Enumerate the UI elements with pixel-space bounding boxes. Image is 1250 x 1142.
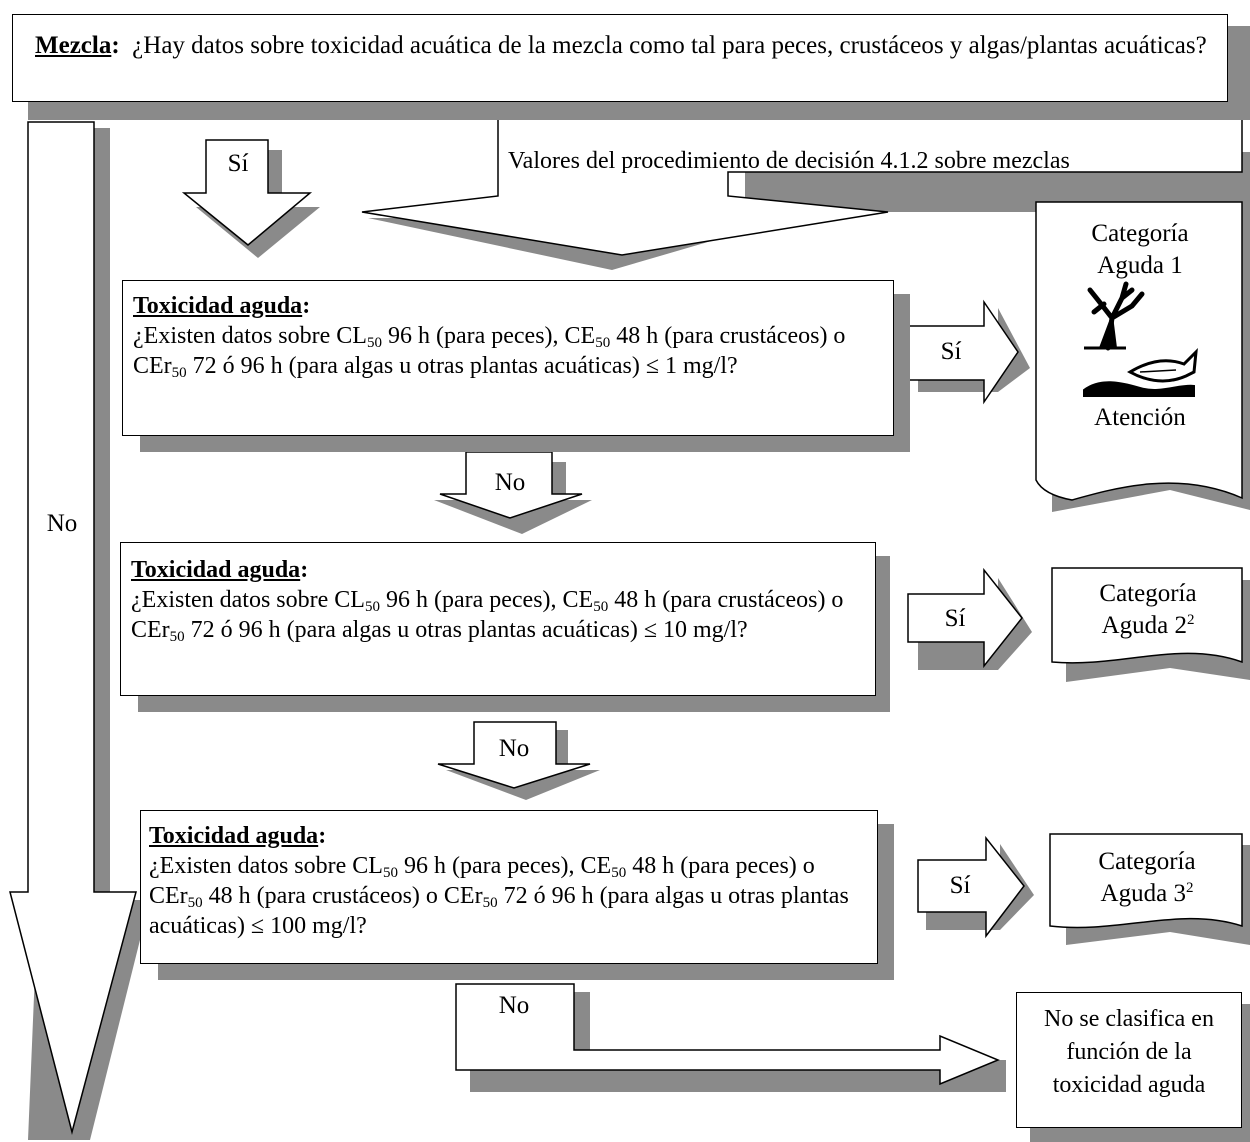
not-classified-box: No se clasifica en función de la toxicid… [1016,992,1242,1128]
yes-3-arrow [917,835,1025,939]
yes-2-label: Sí [944,605,966,632]
category-2-line-2: Aguda 22 [1101,612,1195,639]
no-3-arrow [455,983,1000,1086]
question-3-text: ¿Existen datos sobre CL50 96 h (para pec… [149,853,849,939]
yes-top-arrow [181,139,313,246]
question-2-text: ¿Existen datos sobre CL50 96 h (para pec… [131,587,844,645]
question-1-colon: : [302,293,311,319]
no-1-label: No [494,469,526,496]
category-2-shape [1051,567,1243,664]
top-question-label: Mezcla [35,32,112,59]
question-1-header: Toxicidad aguda [133,293,303,319]
yes-top-label: Sí [227,150,249,177]
no-2-label: No [498,735,530,762]
top-question-colon: : [111,32,120,59]
question-3-colon: : [318,823,327,849]
not-classified-line-1: No se clasifica en [1044,1006,1214,1032]
category-3-line-1: Categoría [1098,848,1196,875]
question-2-colon: : [300,557,309,583]
question-2-box: Toxicidad aguda: ¿Existen datos sobre CL… [120,542,876,696]
no-1-arrow [439,451,583,519]
category-1-line-2: Aguda 1 [1097,252,1183,279]
question-2-header: Toxicidad aguda [131,557,301,583]
top-question-box: Mezcla: ¿Hay datos sobre toxicidad acuát… [12,14,1228,102]
question-1-text: ¿Existen datos sobre CL50 96 h (para pec… [133,323,846,381]
yes-1-arrow [903,299,1019,405]
yes-3-label: Sí [949,872,971,899]
not-classified-line-3: toxicidad aguda [1052,1072,1206,1098]
question-1-box: Toxicidad aguda: ¿Existen datos sobre CL… [122,280,894,436]
category-1-signal-word: Atención [1094,404,1186,431]
top-question-text: ¿Hay datos sobre toxicidad acuática de l… [132,32,1207,59]
decision-arrow [361,111,1243,256]
environment-hazard-pictogram [1083,281,1198,397]
category-3-line-2: Aguda 32 [1100,880,1194,907]
category-1-shape [1035,201,1243,501]
category-3-shape [1049,833,1243,929]
question-3-header: Toxicidad aguda [149,823,319,849]
no-main-arrow [9,121,137,1135]
category-2-line-1: Categoría [1099,580,1197,607]
not-classified-line-2: función de la [1066,1039,1192,1065]
question-3-box: Toxicidad aguda: ¿Existen datos sobre CL… [140,810,878,964]
yes-1-label: Sí [940,338,962,365]
category-1-line-1: Categoría [1091,220,1189,247]
decision-values-label: Valores del procedimiento de decisión 4.… [508,148,1070,174]
no-2-arrow [437,721,591,789]
yes-2-arrow [907,567,1023,669]
no-3-label: No [498,992,530,1019]
no-main-label: No [46,510,78,537]
